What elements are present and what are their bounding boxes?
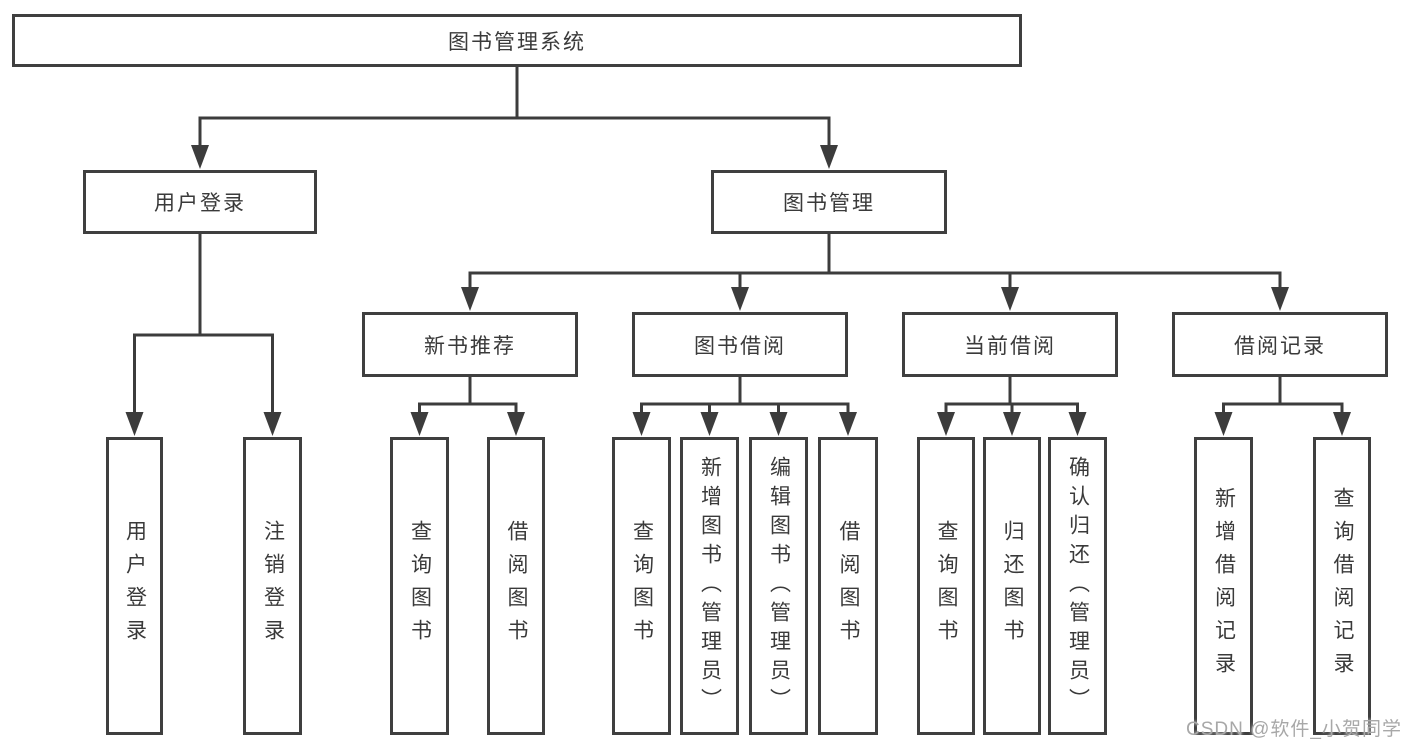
leaf-confirm-return-admin: 确认归还（管理员） (1048, 437, 1107, 735)
node-label: 借阅记录 (1234, 334, 1326, 358)
node-label: 归还图书 (1001, 520, 1025, 652)
node-current-borrow: 当前借阅 (902, 312, 1118, 377)
leaf-query-borrow-record: 查询借阅记录 (1313, 437, 1371, 735)
node-label: 用户登录 (123, 520, 147, 652)
node-label: 当前借阅 (964, 334, 1056, 358)
leaf-edit-book-admin: 编辑图书（管理员） (749, 437, 808, 735)
node-label: 查询图书 (935, 520, 959, 652)
leaf-return-book: 归还图书 (983, 437, 1041, 735)
node-root: 图书管理系统 (12, 14, 1022, 67)
node-label: 查询借阅记录 (1331, 487, 1355, 685)
node-label: 图书管理系统 (448, 30, 586, 54)
node-book-management: 图书管理 (711, 170, 947, 234)
node-label: 借阅图书 (837, 520, 861, 652)
leaf-query-book-newrec: 查询图书 (390, 437, 449, 735)
leaf-user-login: 用户登录 (106, 437, 163, 735)
node-user-login: 用户登录 (83, 170, 317, 234)
leaf-borrow-book-borrow: 借阅图书 (818, 437, 878, 735)
node-label: 新增借阅记录 (1212, 487, 1236, 685)
node-label: 用户登录 (154, 192, 246, 215)
leaf-query-book-borrow: 查询图书 (612, 437, 671, 735)
leaf-query-book-current: 查询图书 (917, 437, 975, 735)
node-label: 确认归还（管理员） (1066, 455, 1090, 717)
node-label: 编辑图书（管理员） (767, 455, 791, 717)
node-label: 图书借阅 (694, 334, 786, 358)
node-label: 新增图书（管理员） (698, 455, 722, 717)
node-label: 查询图书 (408, 520, 432, 652)
node-book-borrow: 图书借阅 (632, 312, 848, 377)
node-label: 注销登录 (261, 520, 285, 652)
node-label: 借阅图书 (505, 520, 529, 652)
node-borrow-record: 借阅记录 (1172, 312, 1388, 377)
leaf-add-book-admin: 新增图书（管理员） (680, 437, 739, 735)
node-new-book-recommend: 新书推荐 (362, 312, 578, 377)
node-label: 查询图书 (630, 520, 654, 652)
node-label: 新书推荐 (424, 334, 516, 358)
leaf-borrow-book-newrec: 借阅图书 (487, 437, 545, 735)
watermark: CSDN @软件_小贺同学 (1186, 719, 1402, 740)
leaf-logout-login: 注销登录 (243, 437, 302, 735)
node-label: 图书管理 (783, 192, 875, 215)
leaf-add-borrow-record: 新增借阅记录 (1194, 437, 1253, 735)
